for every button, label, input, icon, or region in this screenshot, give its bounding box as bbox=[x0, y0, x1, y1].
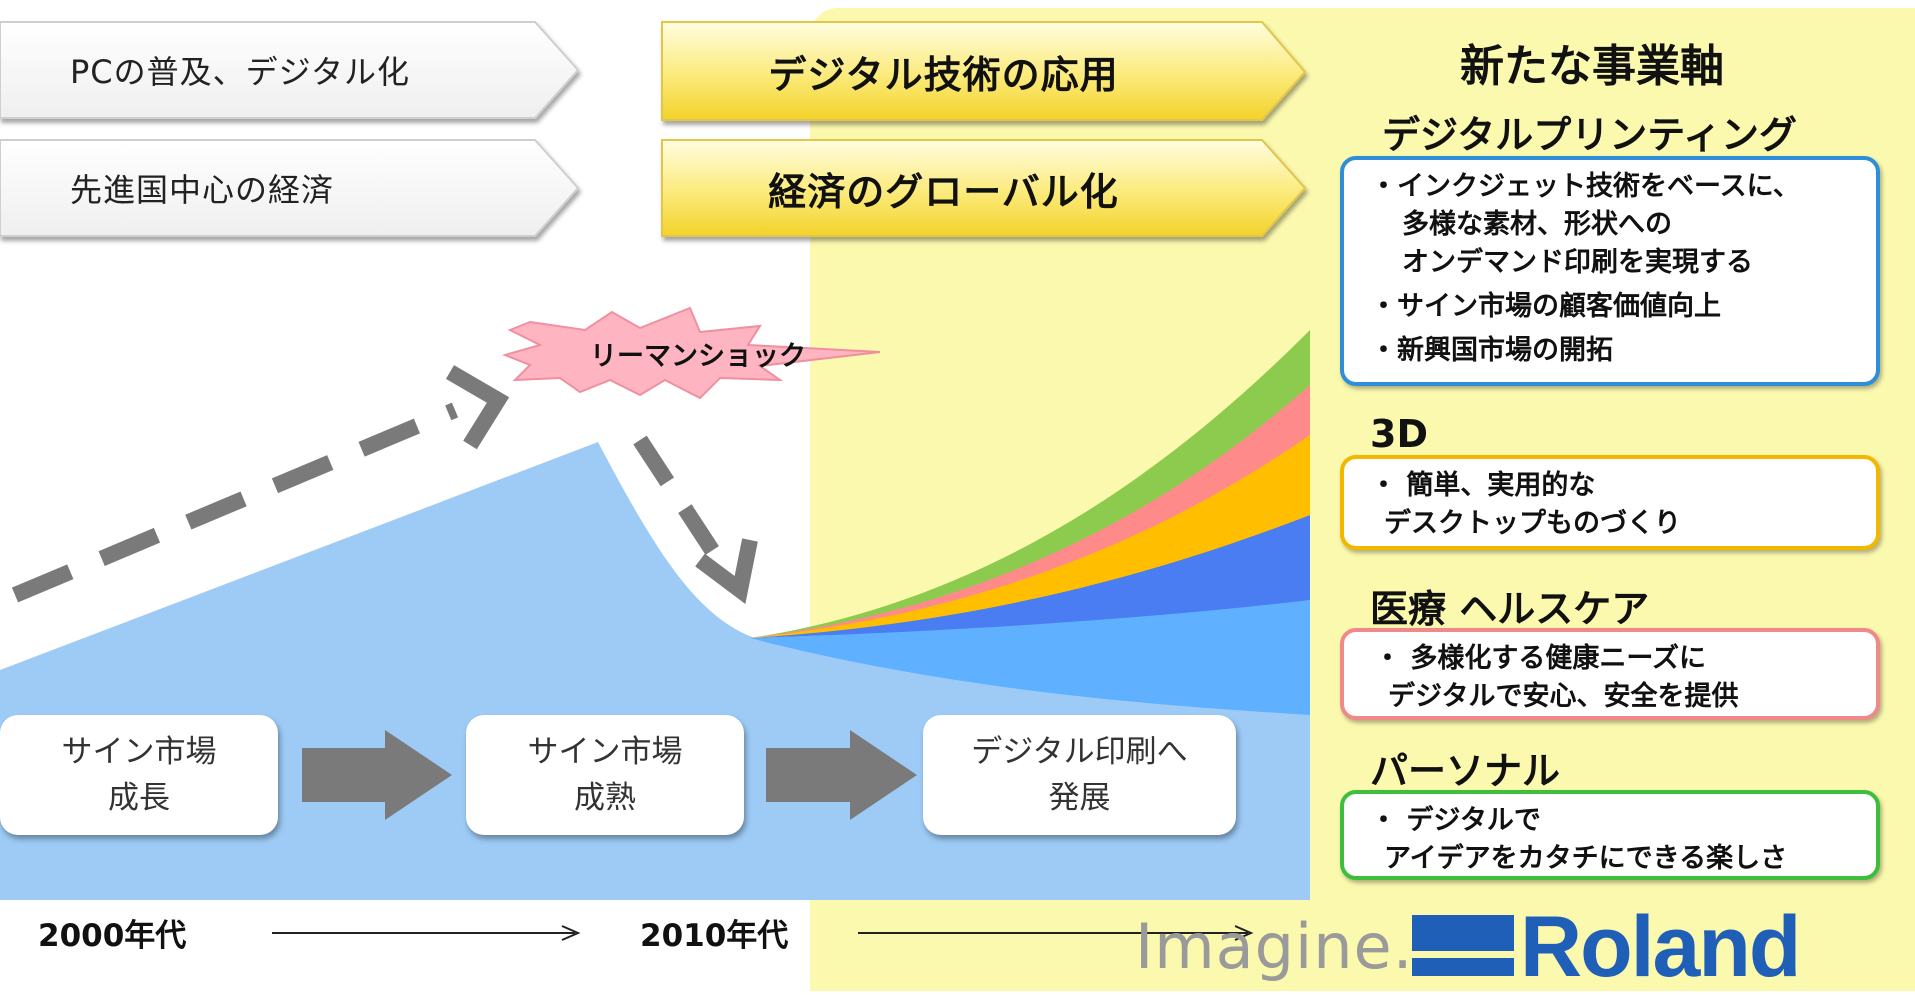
card-line: ・ 多様化する健康ニーズに bbox=[1374, 643, 1707, 674]
card-digital-printing: ・インクジェット技術をベースに、 多様な素材、形状への オンデマンド印刷を実現す… bbox=[1340, 156, 1880, 386]
arrowhead-up bbox=[445, 365, 510, 450]
card-line: ・ 簡単、実用的な bbox=[1370, 470, 1596, 501]
trend-label: 経済のグローバル化 bbox=[768, 169, 1119, 214]
event-burst bbox=[501, 306, 881, 400]
flow-arrow-2 bbox=[766, 730, 917, 820]
card-line: デスクトップものづくり bbox=[1384, 508, 1681, 539]
card-healthcare: ・ 多様化する健康ニーズに デジタルで安心、安全を提供 bbox=[1340, 628, 1880, 720]
trend-digital-application: デジタル技術の応用 bbox=[662, 22, 1305, 120]
business-axis-title: 新たな事業軸 bbox=[1460, 41, 1724, 92]
section-heading-3d: 3D bbox=[1370, 412, 1428, 456]
trend-label: デジタル技術の応用 bbox=[768, 52, 1119, 97]
curve-light-blue bbox=[750, 600, 1310, 715]
card-3d: ・ 簡単、実用的な デスクトップものづくり bbox=[1340, 455, 1880, 550]
arrow-shape-economy bbox=[0, 139, 580, 237]
card-line: 多様な素材、形状への bbox=[1402, 209, 1672, 240]
arrow-shape-global bbox=[661, 139, 1307, 237]
card-line: ・新興国市場の開拓 bbox=[1370, 335, 1613, 366]
trend-label: PCの普及、デジタル化 bbox=[70, 53, 411, 91]
stage-line2: 成長 bbox=[108, 780, 170, 816]
card-line: デジタルで安心、安全を提供 bbox=[1388, 681, 1739, 712]
dashed-trend-up bbox=[11, 402, 459, 603]
curve-orange bbox=[750, 435, 1310, 638]
trend-label: 先進国中心の経済 bbox=[70, 171, 335, 209]
era-label-2000s: 2000年代 bbox=[38, 918, 187, 954]
brand-tagline: Imagine. bbox=[1135, 910, 1414, 983]
arrow-shape-pc bbox=[0, 21, 580, 119]
stage-line2: 発展 bbox=[1048, 780, 1111, 816]
curve-blue bbox=[750, 515, 1310, 638]
stage-box-maturity: サイン市場 成熟 bbox=[466, 715, 744, 835]
dashed-trend-down bbox=[633, 435, 732, 575]
era-label-2010s: 2010年代 bbox=[640, 918, 789, 954]
card-line: ・サイン市場の顧客価値向上 bbox=[1370, 291, 1721, 322]
arrow-shape-digital bbox=[661, 21, 1307, 121]
trend-global-economy: 経済のグローバル化 bbox=[662, 140, 1305, 236]
section-heading-healthcare: 医療 ヘルスケア bbox=[1370, 587, 1650, 631]
card-personal: ・ デジタルで アイデアをカタチにできる楽しさ bbox=[1340, 790, 1880, 880]
section-heading-digital-printing: デジタルプリンティング bbox=[1382, 113, 1797, 157]
stage-box-digital-printing: デジタル印刷へ 発展 bbox=[923, 715, 1236, 835]
trend-pc-digitalization: PCの普及、デジタル化 bbox=[0, 22, 535, 118]
card-line: ・インクジェット技術をベースに、 bbox=[1370, 171, 1800, 202]
event-label: リーマンショック bbox=[590, 341, 806, 372]
brand-name: Roland bbox=[1520, 899, 1801, 995]
stage-line2: 成熟 bbox=[574, 780, 636, 816]
trend-developed-economy: 先進国中心の経済 bbox=[0, 140, 535, 236]
stage-box-growth: サイン市場 成長 bbox=[0, 715, 278, 835]
card-line: ・ デジタルで bbox=[1370, 805, 1541, 836]
card-line: アイデアをカタチにできる楽しさ bbox=[1384, 843, 1788, 874]
stage-line1: サイン市場 bbox=[527, 734, 683, 770]
flow-arrow-1 bbox=[302, 730, 452, 820]
arrowhead-down bbox=[695, 538, 758, 605]
stage-line1: サイン市場 bbox=[61, 734, 217, 770]
card-line: オンデマンド印刷を実現する bbox=[1402, 247, 1753, 278]
roland-logo-mark bbox=[1412, 915, 1514, 976]
section-heading-personal: パーソナル bbox=[1370, 749, 1561, 793]
stage-line1: デジタル印刷へ bbox=[971, 734, 1188, 770]
